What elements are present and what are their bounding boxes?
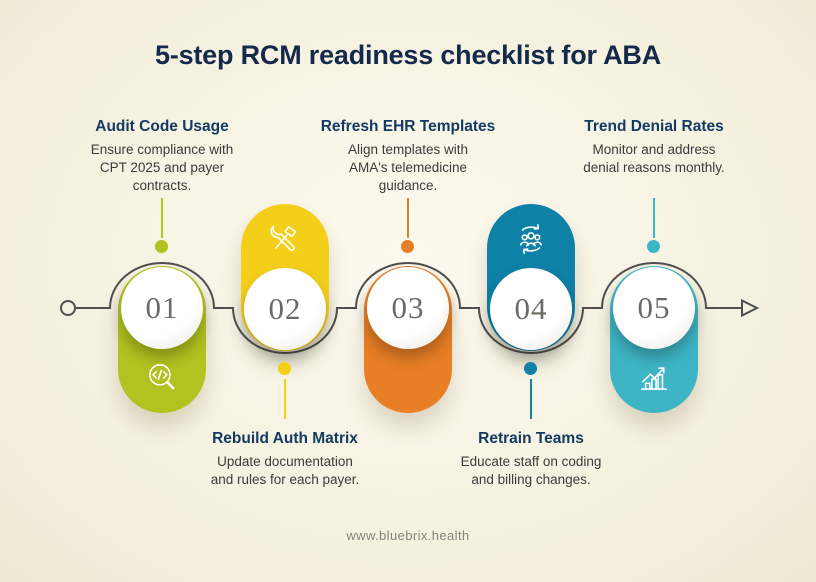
step-1-pill: 01 [118, 266, 206, 413]
step-title: Trend Denial Rates [584, 118, 724, 135]
page-title: 5-step RCM readiness checklist for ABA [154, 40, 662, 70]
timeline-arrow-icon [741, 298, 760, 318]
step-5-text: Trend Denial Rates Monitor and address d… [544, 118, 764, 177]
step-number-badge: 05 [613, 267, 695, 349]
step-number-badge: 02 [244, 268, 326, 350]
step-title: Rebuild Auth Matrix [212, 430, 358, 447]
step-title: Refresh EHR Templates [320, 118, 496, 135]
step-4-stem [530, 379, 532, 419]
step-4-text: Retrain Teams Educate staff on coding an… [421, 430, 641, 489]
step-description: Monitor and address denial reasons month… [583, 142, 725, 175]
step-number-badge: 01 [121, 267, 203, 349]
step-2-stem [284, 379, 286, 419]
code-search-icon [143, 359, 181, 397]
step-title: Audit Code Usage [95, 118, 229, 135]
tools-icon [266, 220, 304, 258]
step-description: Align templates with AMA's telemedicine … [347, 142, 469, 193]
step-4-dot [524, 362, 537, 375]
team-sync-icon [512, 220, 550, 258]
step-3-stem [407, 198, 409, 238]
step-1-text: Audit Code Usage Ensure compliance with … [52, 118, 272, 194]
step-3-dot [401, 240, 414, 253]
step-1-stem [161, 198, 163, 238]
step-2-text: Rebuild Auth Matrix Update documentation… [175, 430, 395, 489]
step-description: Ensure compliance with CPT 2025 and paye… [90, 142, 234, 193]
footer-url: www.bluebrix.health [346, 528, 470, 543]
timeline-start-circle [60, 300, 76, 316]
growth-chart-icon [635, 359, 673, 397]
step-3-text: Refresh EHR Templates Align templates wi… [298, 118, 518, 194]
step-3-pill: 03 [364, 266, 452, 413]
step-1-dot [155, 240, 168, 253]
step-description: Educate staff on coding and billing chan… [460, 454, 602, 487]
step-2-pill: 02 [241, 204, 329, 351]
timeline-line [75, 262, 742, 354]
step-description: Update documentation and rules for each … [210, 454, 360, 487]
step-2-dot [278, 362, 291, 375]
step-5-stem [653, 198, 655, 238]
step-5-pill: 05 [610, 266, 698, 413]
step-title: Retrain Teams [478, 430, 584, 447]
step-number-badge: 04 [490, 268, 572, 350]
step-number-badge: 03 [367, 267, 449, 349]
step-5-dot [647, 240, 660, 253]
step-4-pill: 04 [487, 204, 575, 351]
